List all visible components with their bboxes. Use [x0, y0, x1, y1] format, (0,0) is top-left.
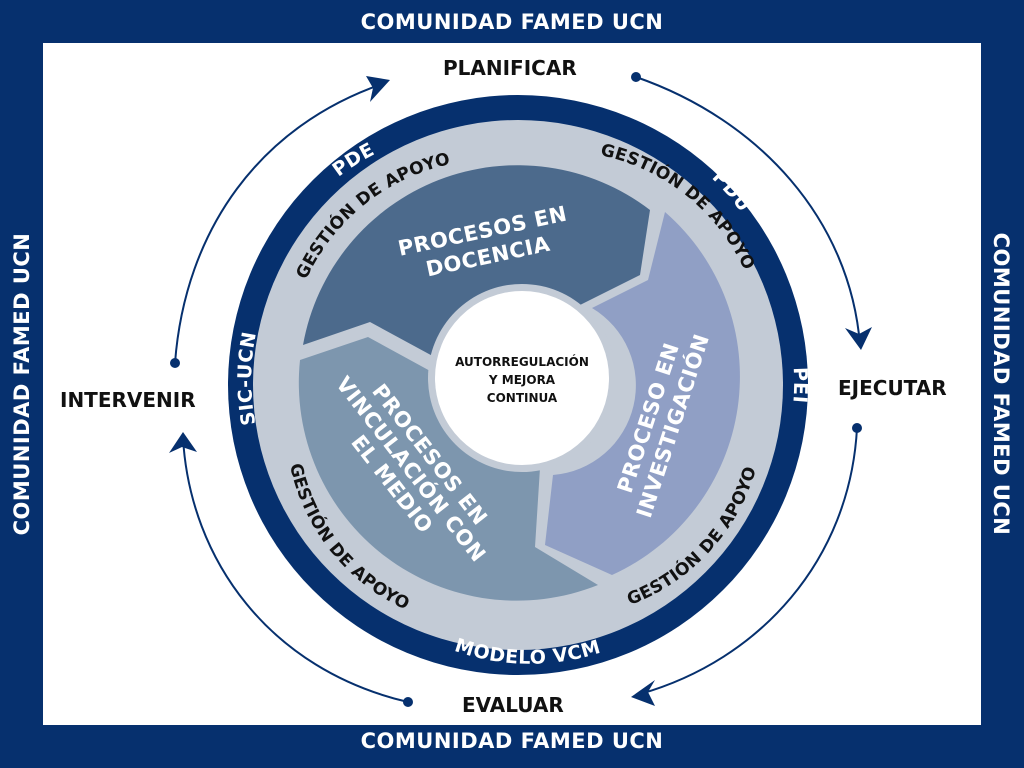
arrowhead-planificar: [366, 76, 390, 102]
arrow-intervenir-to-planificar: [174, 82, 386, 364]
center-label-line1: AUTORREGULACIÓN: [455, 354, 589, 369]
arrowhead-intervenir: [169, 432, 197, 453]
cycle-arrows: [169, 72, 872, 707]
segment-vinculacion[interactable]: [298, 337, 598, 601]
label-pei: PEI: [788, 367, 811, 404]
arrow-start-dot-ejecutar: [852, 423, 862, 433]
center-circle: [435, 291, 609, 465]
segment-investigacion[interactable]: [545, 212, 740, 575]
center-label-line3: CONTINUA: [487, 391, 558, 405]
frame-label-top: COMUNIDAD FAMED UCN: [360, 10, 664, 34]
stage-ejecutar: EJECUTAR: [838, 376, 947, 400]
arrowhead-ejecutar: [845, 327, 872, 350]
stage-intervenir: INTERVENIR: [60, 388, 196, 412]
label-sic-ucn: SIC-UCN: [234, 330, 261, 427]
arrow-start-dot-intervenir: [170, 358, 180, 368]
arrow-evaluar-to-intervenir: [182, 437, 409, 703]
segment-docencia[interactable]: [303, 165, 650, 360]
arrow-start-dot-evaluar: [403, 697, 413, 707]
arrowhead-evaluar: [631, 680, 655, 706]
stage-evaluar: EVALUAR: [462, 693, 564, 717]
arrow-ejecutar-to-evaluar: [639, 427, 858, 695]
arrow-start-dot-planificar: [631, 72, 641, 82]
stage-planificar: PLANIFICAR: [443, 56, 577, 80]
frame-label-bottom: COMUNIDAD FAMED UCN: [360, 729, 664, 753]
center-label-line2: Y MEJORA: [488, 373, 556, 387]
arrow-planificar-to-ejecutar: [635, 76, 861, 346]
